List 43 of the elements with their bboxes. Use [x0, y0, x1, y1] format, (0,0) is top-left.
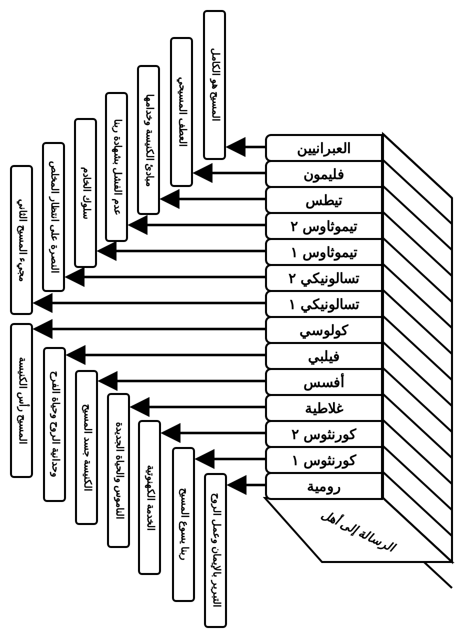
arrow	[226, 137, 265, 157]
book-spine: كولوسي	[265, 316, 383, 344]
arrow	[98, 371, 265, 391]
book-spine: العبرانيين	[265, 134, 383, 162]
arrow	[226, 475, 265, 495]
book-spine: تيموثاوس ٢	[265, 212, 383, 240]
theme-box: النصرة على انتظار المخلص	[42, 142, 65, 292]
book-spine: رومية	[265, 472, 383, 500]
book-spine: تسالونيكي ١	[265, 290, 383, 318]
book-spine: غلاطية	[265, 394, 383, 422]
theme-box: الخدمة الكهنوتية	[138, 420, 161, 575]
theme-box: مبادئ الكنيسة وخدامها	[137, 65, 160, 215]
book-spine: كورنثوس ٢	[265, 420, 383, 448]
theme-box: عدم الفشل بشهادة ربنا	[105, 92, 128, 242]
book-spine: فيلبي	[265, 342, 383, 370]
theme-box: وحدانية الروح وحياة الفرح	[43, 347, 66, 502]
book-spine: تيطس	[265, 186, 383, 214]
theme-box: ربنا يسوع المسيح	[172, 447, 195, 602]
arrow	[96, 241, 265, 261]
arrow	[32, 293, 265, 313]
arrow	[192, 163, 265, 183]
arrow	[160, 423, 265, 443]
book-face-label: الرسالة إلى أهل	[318, 506, 398, 557]
book-spine: تسالونيكي ٢	[265, 264, 383, 292]
theme-box: التبرير بالإيمان وعمل الروح	[204, 473, 227, 628]
arrow	[32, 319, 265, 339]
theme-box: الناموس والحياة الجديدة	[107, 393, 130, 548]
book-spine: كورنثوس ١	[265, 446, 383, 474]
theme-box: المسيح رأس الكنيسة	[10, 323, 33, 478]
theme-box: العطف المسيحي	[170, 37, 193, 187]
arrow	[66, 345, 265, 365]
arrow	[64, 267, 265, 287]
arrow	[194, 449, 265, 469]
arrow	[160, 189, 265, 209]
book-spine: أفسس	[265, 368, 383, 396]
theme-box: سلوك الخادم	[74, 118, 97, 268]
book-spine: تيموثاوس ١	[265, 238, 383, 266]
book-spine: فليمون	[265, 160, 383, 188]
theme-box: المسيح هو الكامل	[203, 10, 226, 160]
theme-box: مجيء المسيح الثاني	[10, 165, 33, 315]
arrow	[128, 215, 265, 235]
arrow	[130, 397, 265, 417]
theme-box: الكنيسة جسد المسيح	[75, 370, 98, 525]
